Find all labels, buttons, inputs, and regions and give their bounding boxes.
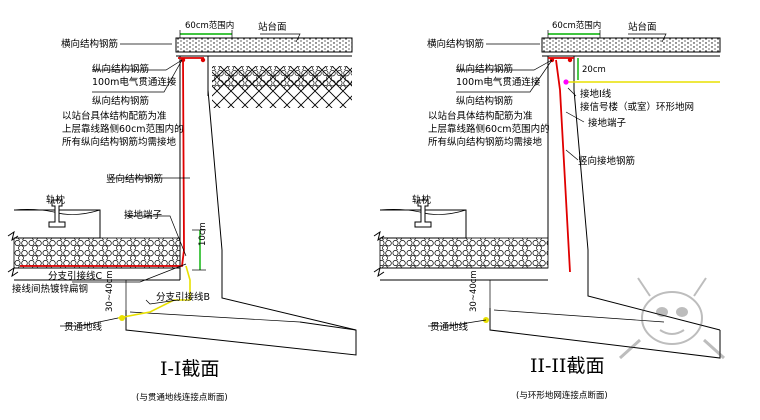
- through-ground-label: 贯通地线: [430, 321, 469, 333]
- platform-label: 站台面: [628, 21, 657, 33]
- sleeper-label: 轨枕: [46, 194, 66, 206]
- longitudinal-rebar-label: 纵向结构钢筋: [92, 63, 149, 75]
- platform-slab-right: [541, 37, 721, 53]
- retaining-wall-right: [547, 56, 721, 331]
- section-title: I-I截面: [160, 358, 219, 380]
- branch-b-label: 分支引接线B: [156, 291, 210, 303]
- dim-30-40: 30~40cm: [105, 270, 115, 312]
- watermark-bee-logo: [618, 277, 726, 360]
- ballast-left: [13, 237, 181, 269]
- section-2: 60cm范围内 站台面 横向结构钢筋 纵向结构钢筋 100m电气贯通连接 纵向结…: [373, 20, 721, 401]
- branch-wire-left: [117, 265, 191, 319]
- section-1: 60cm范围内 站台面 横向结构钢筋 纵向结构钢筋 100m电气贯通连接 纵向结…: [7, 20, 357, 403]
- longitudinal-rebar-label: 纵向结构钢筋: [456, 63, 513, 75]
- rail-left: [48, 199, 66, 228]
- footing-right: [489, 308, 721, 359]
- dim-10cm: 10cm: [198, 222, 208, 246]
- rebar-left: [20, 57, 185, 267]
- retaining-wall-left: [179, 56, 357, 331]
- footing-left: [125, 310, 357, 356]
- note-line-3: 所有纵向结构钢筋均需接地: [428, 136, 543, 148]
- sleeper-label: 轨枕: [412, 194, 432, 206]
- note-line-2: 上层靠线路侧60cm范围内的: [62, 123, 184, 135]
- dim-30-40: 30~40cm: [469, 270, 479, 312]
- longitudinal-rebar-label-2: 纵向结构钢筋: [92, 95, 149, 107]
- note-line-3: 所有纵向结构钢筋均需接地: [62, 136, 177, 148]
- note-line-1: 以站台具体结构配筋为准: [62, 110, 167, 122]
- through-ground-label: 贯通地线: [64, 321, 103, 333]
- section-subtitle: (与贯通地线连接点断面): [136, 392, 228, 403]
- longitudinal-rebar-label-2: 纵向结构钢筋: [456, 95, 513, 107]
- platform-label: 站台面: [258, 21, 287, 33]
- connection-100m-label: 100m电气贯通连接: [92, 76, 177, 88]
- note-line-2: 上层靠线路侧60cm范围内的: [428, 123, 550, 135]
- vertical-rebar-label: 竖向结构钢筋: [106, 173, 163, 185]
- connection-100m-label: 100m电气贯通连接: [456, 76, 541, 88]
- rebar-right: [555, 59, 571, 273]
- vertical-ground-rebar-label: 竖向接地钢筋: [578, 155, 635, 167]
- ballast-right: [379, 237, 549, 269]
- dim-20cm: 20cm: [582, 65, 606, 75]
- branch-c-label: 分支引接线C: [48, 270, 103, 282]
- terminal-label: 接地端子: [124, 209, 163, 221]
- ground-wire-label: 接地I线: [580, 88, 612, 100]
- range-label: 60cm范围内: [552, 20, 601, 31]
- terminal-label: 接地端子: [588, 117, 627, 129]
- ring-net-label: 接信号楼（或室）环形地网: [580, 101, 694, 113]
- range-label: 60cm范围内: [185, 20, 234, 31]
- weld-note-label: 接线间热镀锌扁钢: [12, 283, 88, 295]
- section-title: II-II截面: [530, 355, 604, 377]
- section-subtitle: (与环形地网连接点断面): [516, 390, 608, 401]
- transverse-rebar-label: 横向结构钢筋: [427, 38, 484, 50]
- platform-slab-left: [175, 37, 353, 53]
- transverse-rebar-label: 横向结构钢筋: [61, 38, 118, 50]
- rail-right: [414, 199, 432, 228]
- note-line-1: 以站台具体结构配筋为准: [428, 110, 533, 122]
